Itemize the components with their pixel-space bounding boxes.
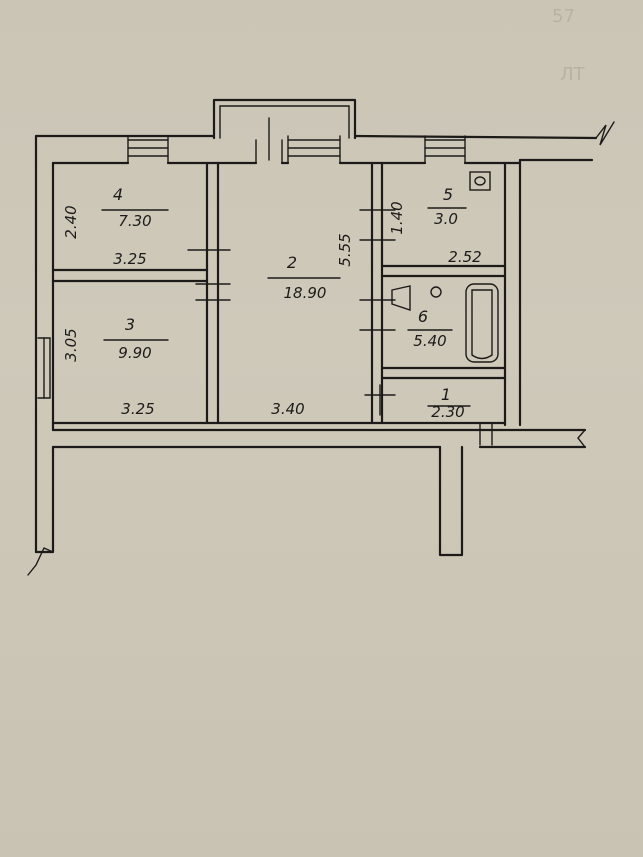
window [424,135,466,164]
room-4-dimension: 3.25 [113,250,146,268]
window [287,135,341,164]
room-2-dimension: 5.55 [336,233,354,266]
balcony [212,98,357,140]
window [127,135,169,164]
room-6-area: 5.40 [413,332,446,350]
room-6-number: 6 [418,307,428,326]
room-2-area: 18.90 [284,284,327,302]
room-2-dimension: 3.40 [271,400,304,418]
room-5-number: 5 [443,185,453,204]
ghost-text: ЛТ [560,64,586,85]
room-5-dimension: 2.52 [448,248,481,266]
room-4-area: 7.30 [118,212,151,230]
room-4-dimension: 2.40 [62,205,80,238]
room-3-dimension: 3.05 [62,328,80,361]
bathtub-icon [465,283,499,363]
sink-icon [391,285,442,311]
room-5-area: 3.0 [434,210,458,228]
room-3-dimension: 3.25 [121,400,154,418]
room-1-number: 1 [441,385,451,404]
ghost-text: 57 [552,6,575,27]
room-2-number: 2 [287,253,297,272]
toilet-icon [469,171,491,191]
room-3-area: 9.90 [118,344,151,362]
interior-walls [51,161,507,446]
room-5-dimension: 1.40 [388,201,406,234]
room-1-area: 2.30 [431,403,464,421]
room-3-number: 3 [125,315,135,334]
balcony-door [255,117,283,164]
window [37,337,51,399]
room-4-number: 4 [113,185,123,204]
outer-walls [27,121,615,576]
